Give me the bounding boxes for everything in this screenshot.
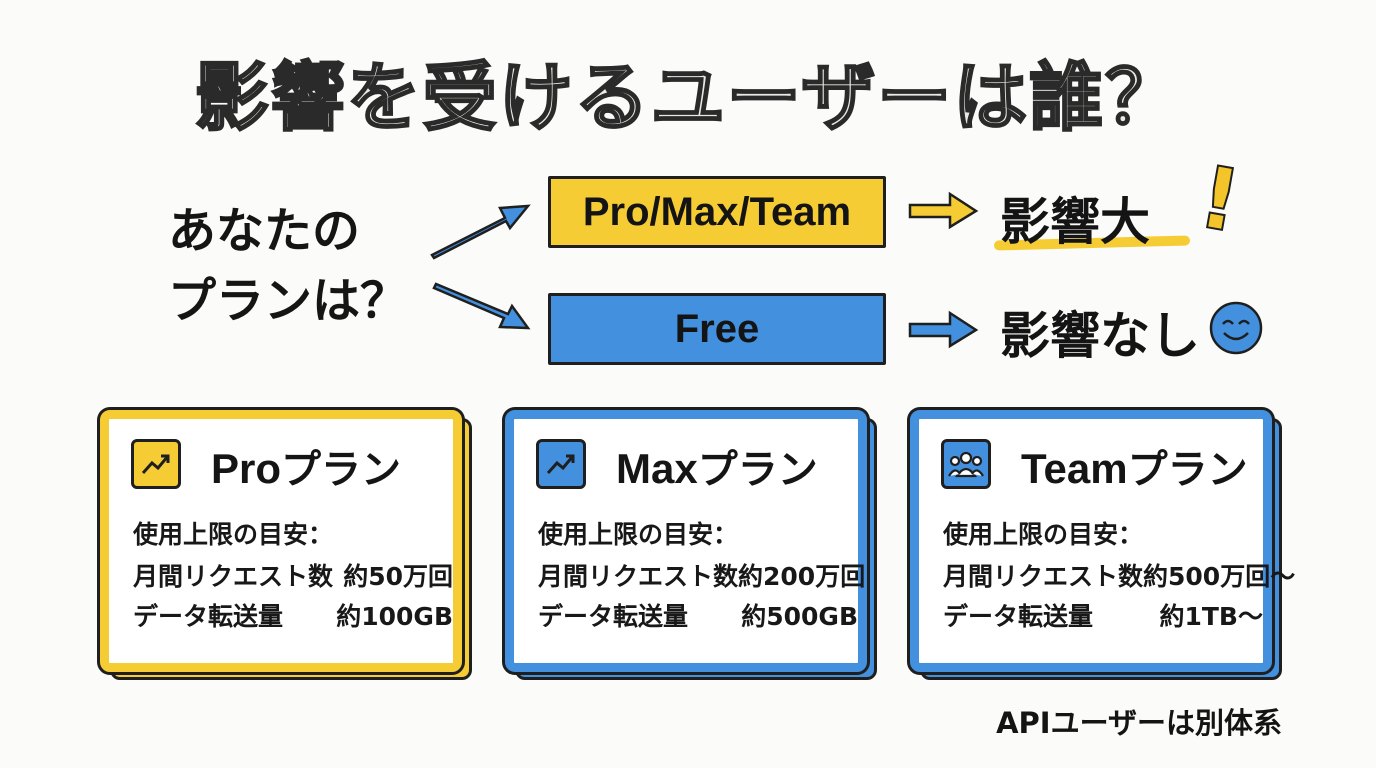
card-body: Proプラン 使用上限の目安： 月間リクエスト数約50万回 データ転送量 約100… (100, 410, 462, 672)
usage-limits: 使用上限の目安： 月間リクエスト数約500万回〜 データ転送量 約1TB〜 (943, 515, 1295, 637)
arrow-to-free-plan (432, 282, 531, 330)
pro-plan-card: Proプラン 使用上限の目安： 月間リクエスト数約50万回 データ転送量 約100… (100, 410, 472, 680)
transfer-row: データ転送量 約500GB (538, 597, 858, 637)
row-value: 約200万回 (738, 562, 866, 591)
row-value: 約500万回〜 (1143, 562, 1296, 591)
requests-row: 月間リクエスト数約500万回〜 (943, 557, 1295, 597)
row-label: 月間リクエスト数 (943, 562, 1144, 591)
result-high-impact: 影響大 (1000, 193, 1150, 251)
row-value: 約500GB (741, 602, 858, 631)
trending-up-icon (536, 439, 586, 489)
row-value: 約100GB (336, 602, 453, 631)
plan-name: Pro (211, 445, 282, 492)
api-footnote: APIユーザーは別体系 (996, 706, 1282, 740)
row-value: 約50万回 (343, 562, 453, 591)
page-title: 影響を受けるユーザーは誰？ (193, 54, 1182, 143)
arrow-paid-to-result (908, 191, 979, 230)
card-body: Teamプラン 使用上限の目安： 月間リクエスト数約500万回〜 データ転送量 約… (910, 410, 1295, 672)
usage-heading: 使用上限の目安： (538, 520, 739, 549)
plan-name: Max (616, 445, 698, 492)
row-label: データ転送量 (538, 602, 689, 631)
usage-heading: 使用上限の目安： (943, 520, 1144, 549)
row-label: データ転送量 (943, 602, 1094, 631)
row-label: 月間リクエスト数 (538, 562, 739, 591)
plan-box-paid: Pro/Max/Team (548, 176, 886, 248)
plan-suffix: プラン (1127, 447, 1248, 493)
result-no-impact: 影響なし (1000, 307, 1200, 365)
smiley-icon (1209, 301, 1263, 355)
plan-suffix: プラン (697, 447, 818, 493)
usage-limits: 使用上限の目安： 月間リクエスト数約50万回 データ転送量 約100GB (133, 515, 453, 637)
question-line-2: プランは？ (168, 273, 409, 329)
transfer-row: データ転送量 約100GB (133, 597, 453, 637)
plan-box-free: Free (548, 293, 886, 365)
card-title: Teamプラン (1021, 437, 1248, 495)
usage-limits: 使用上限の目安： 月間リクエスト数約200万回 データ転送量 約500GB (538, 515, 865, 637)
transfer-row: データ転送量 約1TB〜 (943, 597, 1263, 637)
team-plan-card: Teamプラン 使用上限の目安： 月間リクエスト数約500万回〜 データ転送量 約… (910, 410, 1295, 680)
question-line-1: あなたの (168, 203, 361, 259)
row-value: 約1TB〜 (1159, 602, 1263, 631)
team-icon (941, 439, 991, 489)
requests-row: 月間リクエスト数約50万回 (133, 557, 453, 597)
trending-up-icon (131, 439, 181, 489)
card-title: Proプラン (211, 437, 401, 495)
usage-heading: 使用上限の目安： (133, 520, 334, 549)
max-plan-card: Maxプラン 使用上限の目安： 月間リクエスト数約200万回 データ転送量 約50… (505, 410, 877, 680)
plan-question: あなたの プランは？ (168, 196, 418, 336)
card-body: Maxプラン 使用上限の目安： 月間リクエスト数約200万回 データ転送量 約50… (505, 410, 867, 672)
plan-name: Team (1021, 445, 1128, 492)
arrow-to-paid-plans (430, 204, 531, 260)
card-title: Maxプラン (616, 437, 818, 495)
row-label: 月間リクエスト数 (133, 562, 334, 591)
arrow-free-to-result (908, 310, 979, 349)
requests-row: 月間リクエスト数約200万回 (538, 557, 865, 597)
plan-suffix: プラン (281, 447, 402, 493)
row-label: データ転送量 (133, 602, 284, 631)
